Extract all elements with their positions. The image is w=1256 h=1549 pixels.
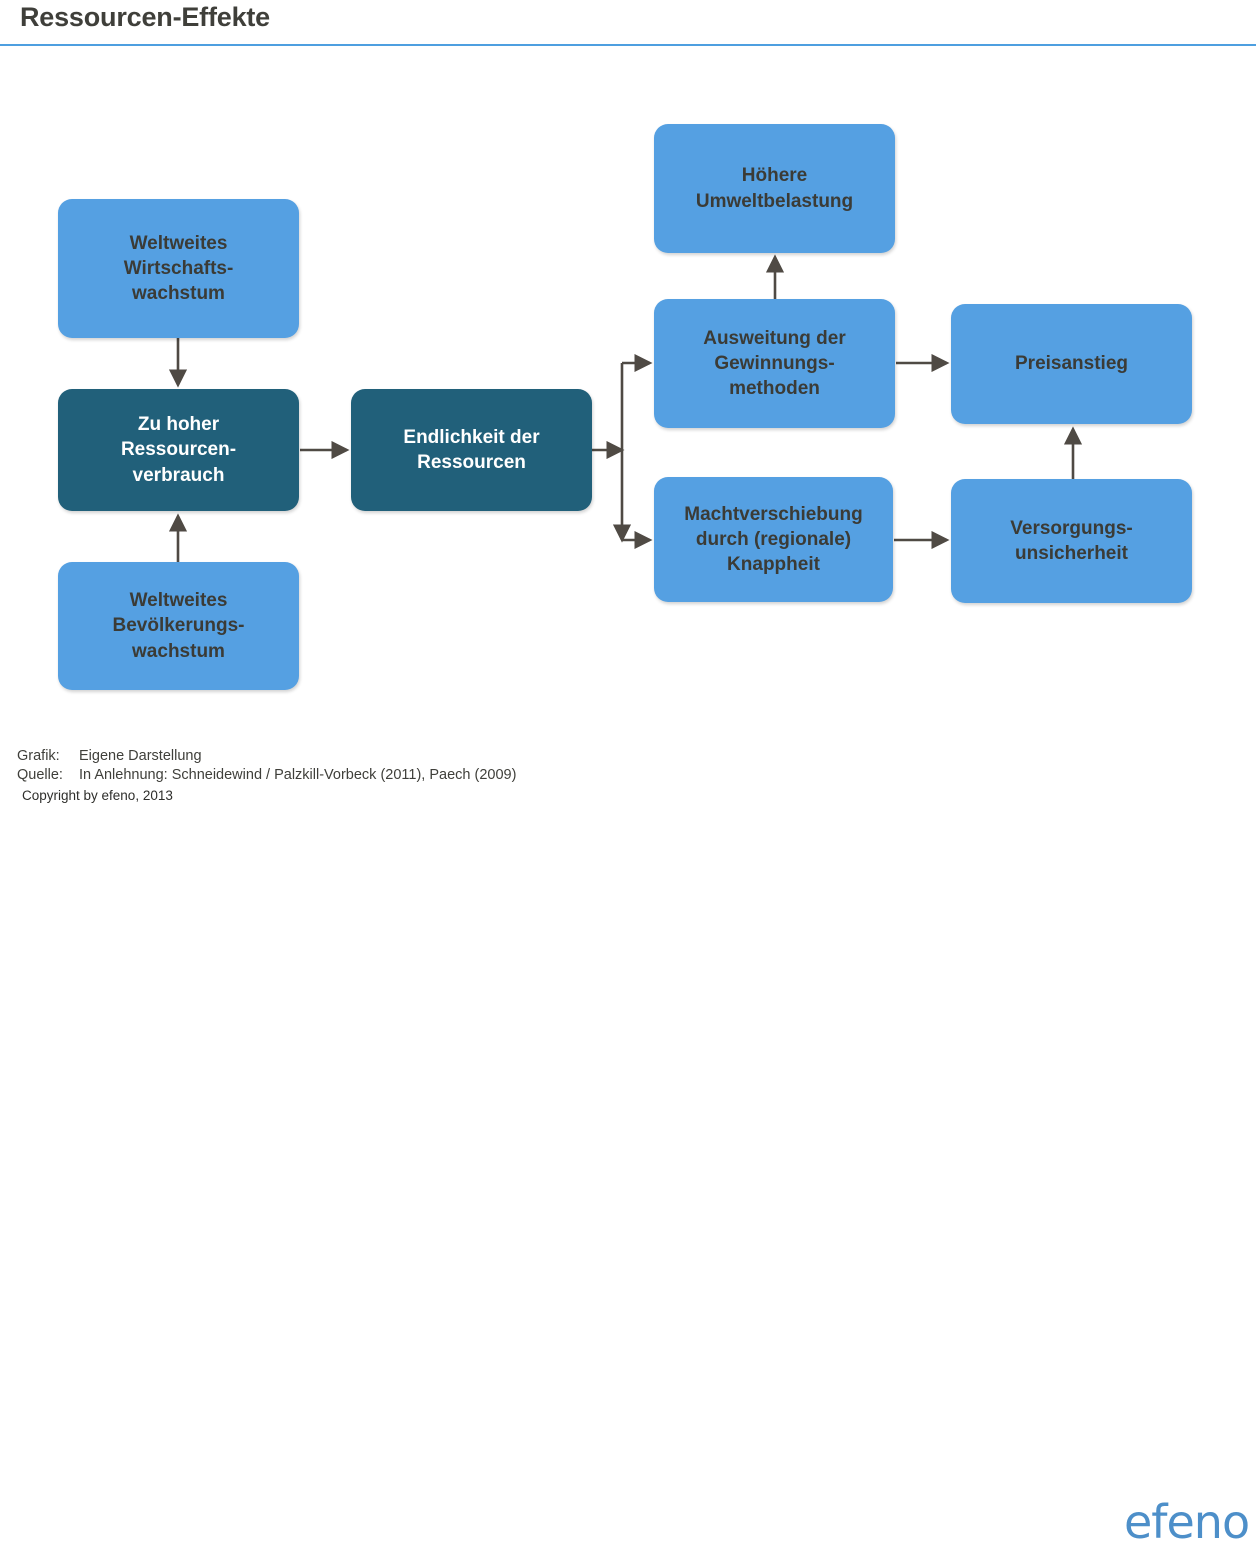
node-label: Machtverschiebung durch (regionale) Knap…: [684, 503, 863, 576]
header-divider: [0, 44, 1256, 46]
node-label: Zu hoher Ressourcen- verbrauch: [120, 414, 237, 486]
footer-quelle-key: Quelle:: [17, 767, 63, 783]
footer-quelle-line: Quelle: In Anlehnung: Schneidewind / Palz…: [17, 767, 516, 783]
node-endlichkeit-der-ressourcen[interactable]: Endlichkeit der Ressourcen: [351, 389, 592, 511]
node-label: Preisanstieg: [1015, 353, 1128, 375]
node-label: Weltweites Bevölkerungs- wachstum: [112, 590, 245, 662]
node-weltweites-wirtschaftswachstum[interactable]: Weltweites Wirtschafts- wachstum: [58, 199, 299, 338]
slide-header: Ressourcen-Effekte: [0, 0, 1256, 46]
footer-copyright: Copyright by efeno, 2013: [22, 788, 173, 803]
footer-quelle-value: In Anlehnung: Schneidewind / Palzkill-Vo…: [79, 767, 517, 783]
node-weltweites-bevoelkerungswachstum[interactable]: Weltweites Bevölkerungs- wachstum: [58, 562, 299, 690]
node-label: Höhere Umweltbelastung: [695, 165, 854, 212]
node-zu-hoher-ressourcenverbrauch[interactable]: Zu hoher Ressourcen- verbrauch: [58, 389, 299, 511]
footer-grafik-key: Grafik:: [17, 748, 60, 764]
node-versorgungsunsicherheit[interactable]: Versorgungs- unsicherheit: [951, 479, 1192, 603]
node-machtverschiebung-durch-knappheit[interactable]: Machtverschiebung durch (regionale) Knap…: [654, 477, 893, 602]
node-label: Weltweites Wirtschafts- wachstum: [123, 232, 234, 305]
node-label: Versorgungs- unsicherheit: [1010, 517, 1133, 564]
diagram-canvas: Weltweites Wirtschafts- wachstum Zu hohe…: [0, 0, 1256, 740]
node-ausweitung-der-gewinnungsmethoden[interactable]: Ausweitung der Gewinnungs- methoden: [654, 299, 895, 428]
node-preisanstieg[interactable]: Preisanstieg: [951, 304, 1192, 424]
node-hoehere-umweltbelastung[interactable]: Höhere Umweltbelastung: [654, 124, 895, 253]
node-label: Ausweitung der Gewinnungs- methoden: [703, 327, 846, 400]
node-label: Endlichkeit der Ressourcen: [403, 426, 540, 473]
footer-grafik-value: Eigene Darstellung: [79, 748, 202, 764]
footer-grafik-line: Grafik: Eigene Darstellung: [17, 748, 202, 764]
page-title: Ressourcen-Effekte: [20, 2, 270, 32]
slide-footer: Grafik: Eigene Darstellung Quelle: In Anle…: [0, 742, 1256, 1545]
efeno-logo: efeno: [1124, 1495, 1250, 1549]
